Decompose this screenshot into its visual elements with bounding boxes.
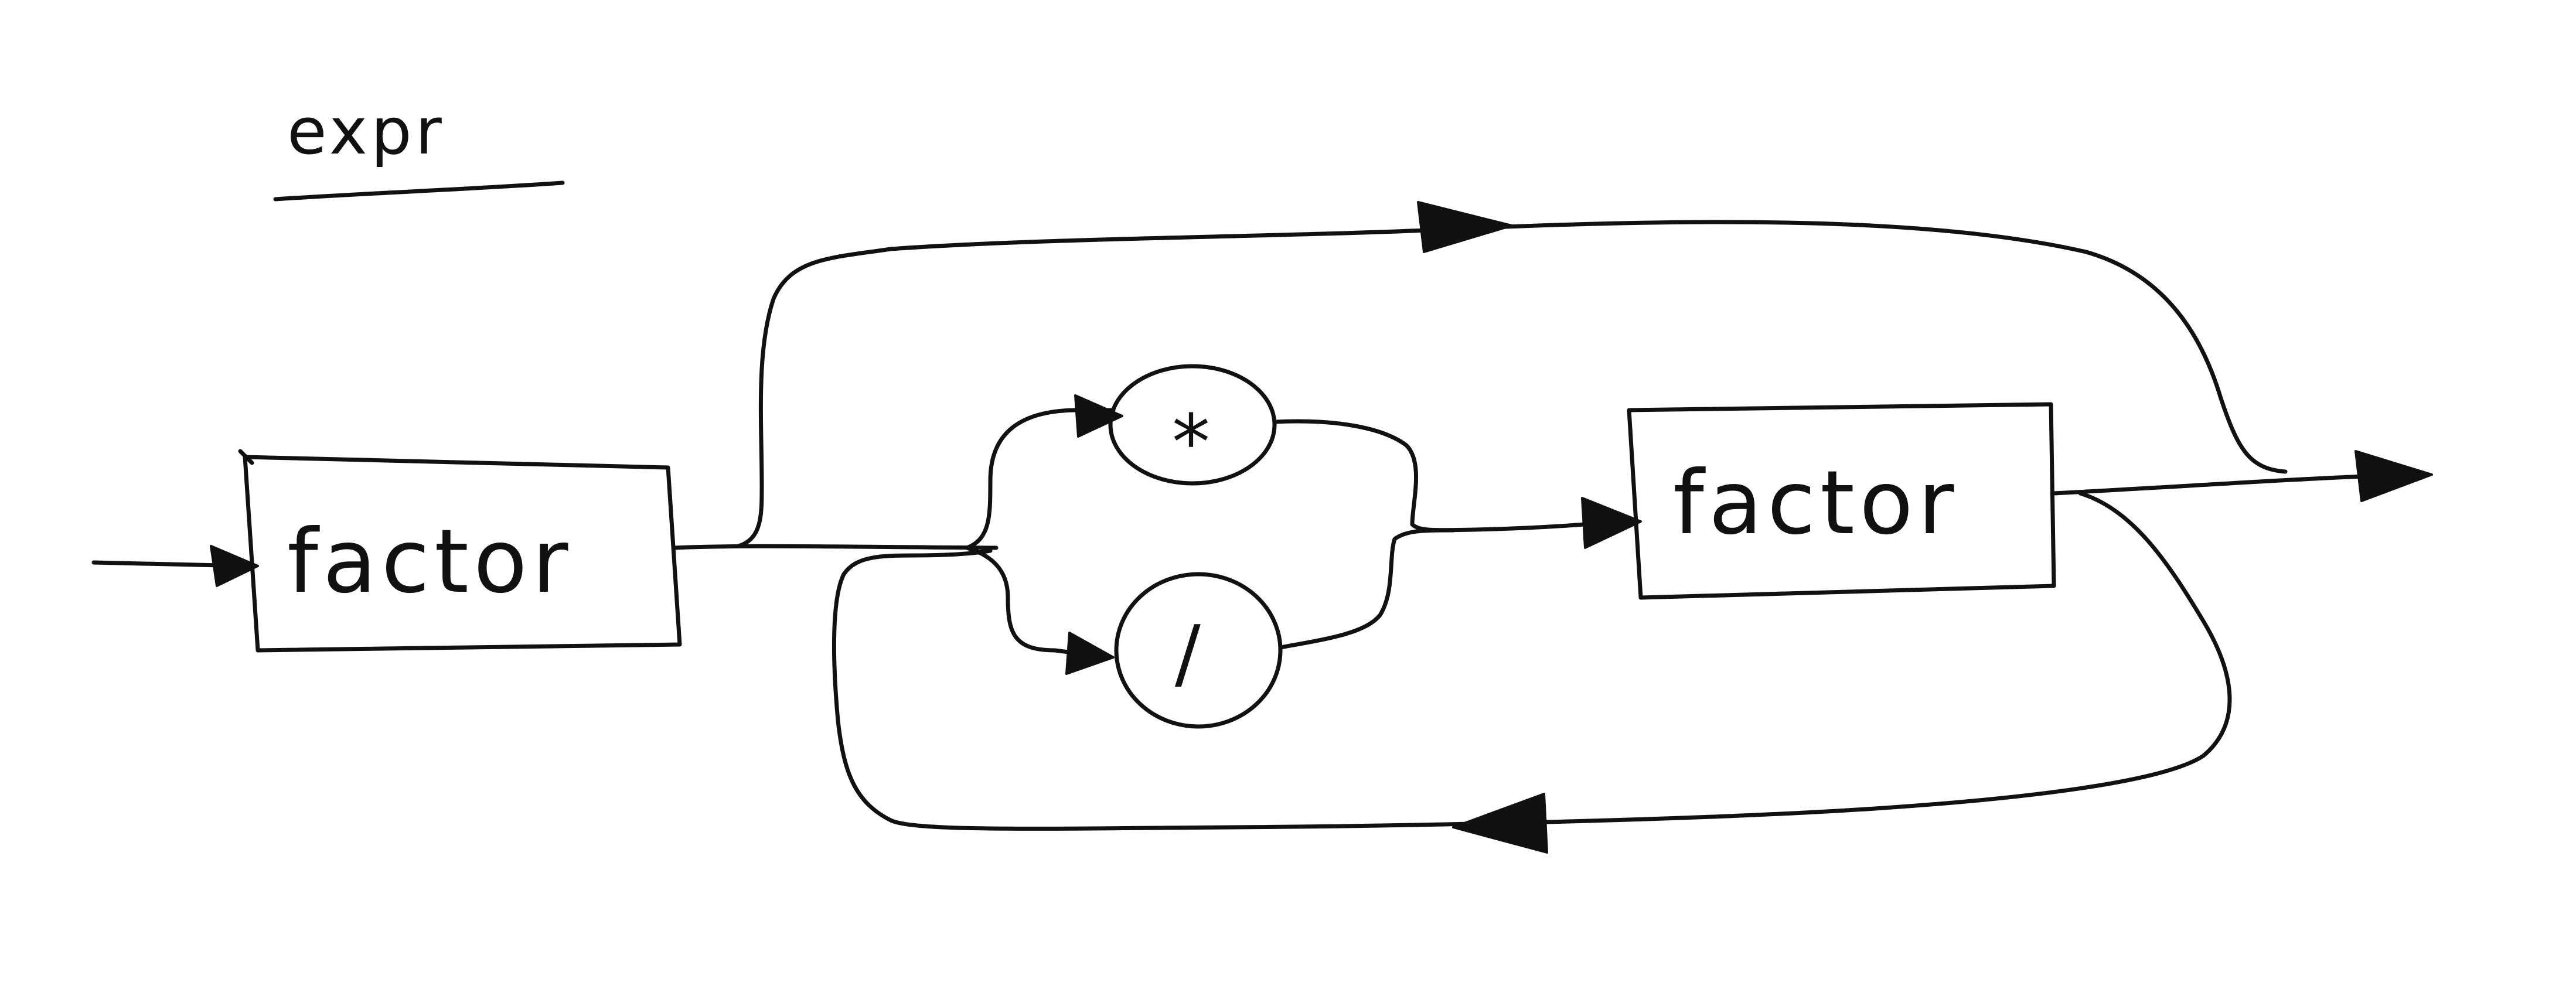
multiply-in-arrow-icon bbox=[1074, 394, 1123, 438]
factor-box-right: factor bbox=[1627, 402, 2056, 600]
exit-arrow-icon bbox=[2354, 450, 2433, 502]
bypass-arrow-icon bbox=[1417, 201, 1513, 253]
factor-box-left: factor bbox=[238, 449, 682, 653]
loop-arrow-icon bbox=[1452, 793, 1548, 854]
branch-to-divide bbox=[965, 545, 1104, 659]
divide-label: / bbox=[1175, 609, 1201, 698]
diagram-title: expr bbox=[287, 94, 445, 169]
loop-bottom-path bbox=[832, 491, 2232, 831]
entry-arrow-icon bbox=[210, 545, 259, 587]
factor-right-in-arrow-icon bbox=[1581, 497, 1642, 549]
bypass-top-path bbox=[736, 220, 2288, 548]
title-underline bbox=[273, 180, 565, 202]
divide-in-arrow-icon bbox=[1065, 632, 1115, 675]
exit-line bbox=[2052, 473, 2381, 496]
merge-from-divide bbox=[1278, 528, 1456, 650]
multiply-node: * bbox=[1108, 364, 1277, 487]
multiply-label: * bbox=[1172, 398, 1210, 487]
main-line-left bbox=[672, 544, 999, 550]
divide-node: / bbox=[1114, 572, 1283, 729]
branch-to-multiply bbox=[965, 408, 1116, 550]
factor-right-label: factor bbox=[1673, 452, 1958, 554]
factor-left-label: factor bbox=[287, 511, 573, 613]
merge-from-multiply bbox=[1272, 419, 1456, 533]
